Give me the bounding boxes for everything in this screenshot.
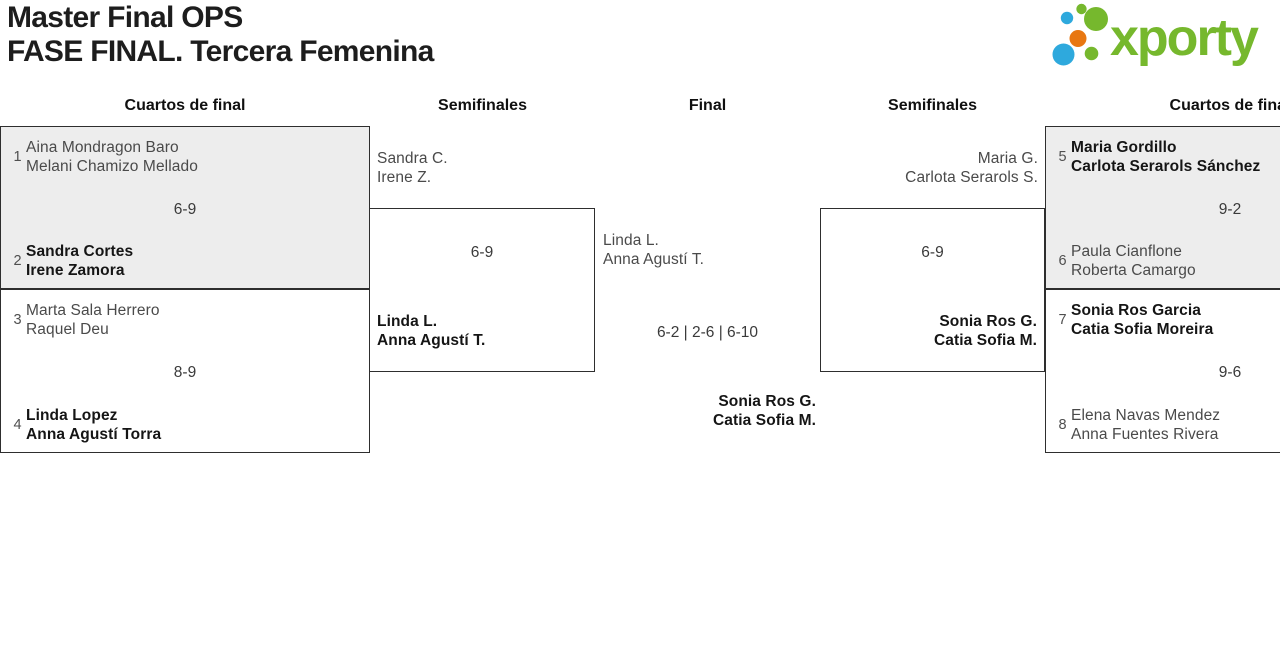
logo-wordmark: xporty bbox=[1110, 9, 1259, 67]
match-score: 9-6 bbox=[1218, 364, 1242, 381]
seed-number: 6 bbox=[1058, 253, 1067, 269]
player-name: Sonia Ros G. bbox=[939, 313, 1037, 330]
player-name: Aina Mondragon Baro bbox=[26, 139, 179, 156]
team-row: 4 Linda Lopez Anna Agustí Torra bbox=[1, 406, 369, 444]
team-names: Paula Cianflone Roberta Camargo bbox=[1071, 242, 1196, 280]
team-names: Elena Navas Mendez Anna Fuentes Rivera bbox=[1071, 406, 1220, 444]
player-name: Marta Sala Herrero bbox=[26, 302, 160, 319]
team-row: 1 Aina Mondragon Baro Melani Chamizo Mel… bbox=[1, 138, 369, 176]
match-quarterfinal-1[interactable]: 1 Aina Mondragon Baro Melani Chamizo Mel… bbox=[0, 126, 370, 289]
player-name: Paula Cianflone bbox=[1071, 243, 1182, 260]
seed-number: 8 bbox=[1058, 417, 1067, 433]
logo-dot bbox=[1076, 3, 1087, 15]
player-name: Maria Gordillo bbox=[1071, 139, 1177, 156]
team-row: 5 Maria Gordillo Carlota Serarols Sánche… bbox=[1046, 138, 1280, 176]
round-header-final: Final bbox=[688, 97, 727, 114]
player-name: Anna Agustí Torra bbox=[26, 426, 162, 443]
xporty-logo[interactable]: xporty bbox=[1046, 0, 1280, 72]
team-names: Maria Gordillo Carlota Serarols Sánchez bbox=[1071, 138, 1260, 176]
team-row: 7 Sonia Ros Garcia Catia Sofia Moreira bbox=[1046, 301, 1280, 339]
player-name: Melani Chamizo Mellado bbox=[26, 158, 198, 175]
round-header-left-semis: Semifinales bbox=[438, 97, 527, 114]
team-names: Sandra C. Irene Z. bbox=[377, 149, 448, 187]
match-quarterfinal-3[interactable]: 5 Maria Gordillo Carlota Serarols Sánche… bbox=[1045, 126, 1280, 289]
team-names: Linda L. Anna Agustí T. bbox=[377, 312, 485, 350]
team-row: 3 Marta Sala Herrero Raquel Deu bbox=[1, 301, 369, 339]
seed-number: 2 bbox=[13, 253, 22, 269]
team-names: Aina Mondragon Baro Melani Chamizo Mella… bbox=[26, 138, 198, 176]
team-names: Sandra Cortes Irene Zamora bbox=[26, 242, 133, 280]
seed-number: 7 bbox=[1058, 312, 1067, 328]
match-quarterfinal-4[interactable]: 7 Sonia Ros Garcia Catia Sofia Moreira 9… bbox=[1045, 289, 1280, 453]
player-name: Catia Sofia M. bbox=[933, 332, 1037, 349]
player-name: Elena Navas Mendez bbox=[1071, 407, 1221, 424]
logo-dot bbox=[1084, 7, 1108, 31]
player-name: Roberta Camargo bbox=[1071, 262, 1196, 279]
team-names: Maria G. Carlota Serarols S. bbox=[905, 149, 1038, 187]
match-quarterfinal-2[interactable]: 3 Marta Sala Herrero Raquel Deu 8-9 4 Li… bbox=[0, 289, 370, 453]
player-name: Raquel Deu bbox=[26, 321, 109, 338]
match-semifinal-2[interactable]: 6-9 Sonia Ros G. Catia Sofia M. bbox=[820, 208, 1045, 372]
player-name: Irene Z. bbox=[377, 169, 432, 186]
logo-dot bbox=[1060, 11, 1074, 25]
team-row: 2 Sandra Cortes Irene Zamora bbox=[1, 242, 369, 280]
player-name: Anna Fuentes Rivera bbox=[1071, 426, 1219, 443]
seed-number: 5 bbox=[1058, 149, 1067, 165]
round-header-right-semis: Semifinales bbox=[888, 97, 977, 114]
seed-number: 4 bbox=[13, 417, 22, 433]
logo-dots-icon bbox=[1052, 3, 1108, 66]
logo-dot bbox=[1084, 46, 1099, 61]
player-name: Irene Zamora bbox=[26, 262, 125, 279]
player-name: Linda L. bbox=[603, 232, 659, 249]
player-name: Catia Sofia Moreira bbox=[1071, 321, 1214, 338]
seed-number: 3 bbox=[13, 312, 22, 328]
match-score: 9-2 bbox=[1218, 200, 1242, 218]
player-name: Carlota Serarols S. bbox=[905, 169, 1038, 186]
match-score: 6-9 bbox=[470, 244, 494, 261]
player-name: Carlota Serarols Sánchez bbox=[1071, 158, 1261, 175]
team-names: Linda Lopez Anna Agustí Torra bbox=[26, 406, 161, 444]
player-name: Sandra C. bbox=[377, 150, 448, 167]
player-name: Catia Sofia M. bbox=[712, 412, 816, 429]
match-semifinal-1[interactable]: 6-9 Linda L. Anna Agustí T. bbox=[369, 208, 595, 372]
match-score: 8-9 bbox=[173, 364, 197, 381]
team-row: 8 Elena Navas Mendez Anna Fuentes Rivera bbox=[1046, 406, 1280, 444]
player-name: Linda L. bbox=[377, 313, 438, 330]
player-name: Sonia Ros G. bbox=[718, 393, 816, 410]
round-header-left-quarters: Cuartos de final bbox=[124, 97, 246, 114]
final-team-top: Linda L. Anna Agustí T. bbox=[603, 231, 704, 269]
player-name: Sonia Ros Garcia bbox=[1071, 302, 1201, 319]
logo-dot bbox=[1052, 43, 1075, 66]
team-names: Marta Sala Herrero Raquel Deu bbox=[26, 301, 160, 339]
team-names: Sonia Ros G. Catia Sofia M. bbox=[934, 312, 1037, 350]
player-name: Anna Agustí T. bbox=[377, 332, 486, 349]
match-score: 6-9 bbox=[173, 200, 197, 218]
player-name: Sandra Cortes bbox=[26, 243, 134, 260]
page-title-line2: FASE FINAL. Tercera Femenina bbox=[7, 34, 434, 68]
logo-dot bbox=[1069, 30, 1087, 47]
final-winner: Sonia Ros G. Catia Sofia M. bbox=[713, 392, 816, 430]
player-name: Maria G. bbox=[977, 150, 1038, 167]
match-score: 6-9 bbox=[921, 244, 944, 261]
page-title-line1: Master Final OPS bbox=[7, 1, 243, 34]
player-name: Linda Lopez bbox=[26, 407, 118, 424]
final-score: 6-2 | 2-6 | 6-10 bbox=[656, 324, 759, 341]
player-name: Anna Agustí T. bbox=[603, 251, 705, 268]
seed-number: 1 bbox=[13, 149, 22, 165]
page-title: Master Final OPS FASE FINAL. Tercera Fem… bbox=[7, 1, 434, 68]
team-names: Sonia Ros Garcia Catia Sofia Moreira bbox=[1071, 301, 1213, 339]
team-row: 6 Paula Cianflone Roberta Camargo bbox=[1046, 242, 1280, 280]
round-header-right-quarters: Cuartos de final bbox=[1169, 97, 1280, 114]
